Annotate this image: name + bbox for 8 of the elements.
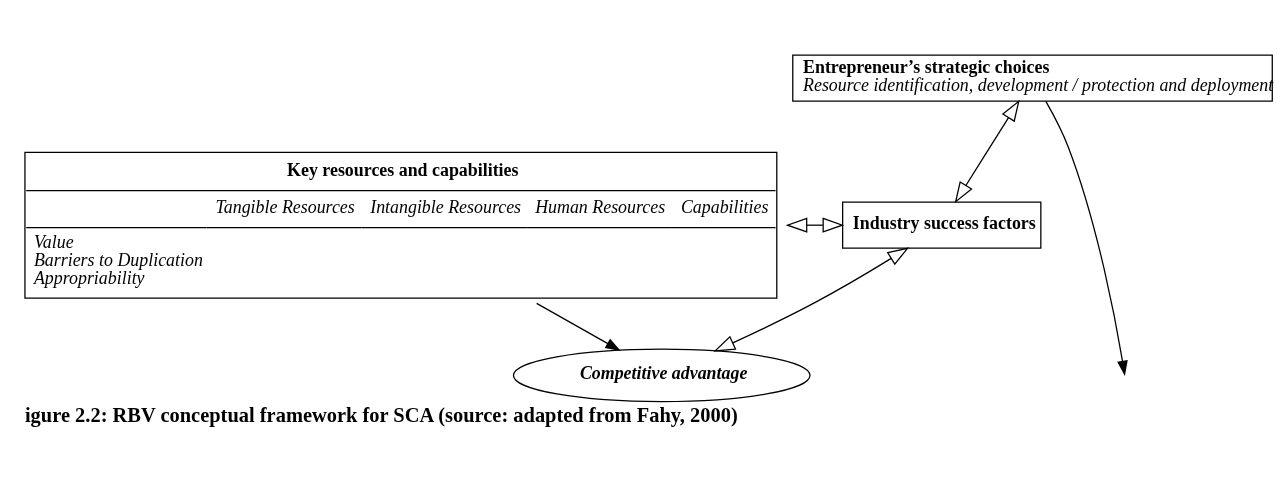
- arrow: [954, 99, 1020, 203]
- node-ellipse: Competitive advantage: [512, 348, 811, 402]
- arrow: [536, 302, 621, 351]
- arrow: [713, 246, 910, 352]
- caption: igure 2.2: RBV conceptual framework for SCA (source: adapted from Fahy, 2000): [24, 403, 738, 426]
- arrow: [1045, 100, 1128, 376]
- arrow: [785, 217, 845, 233]
- node-box: Industry success factors: [842, 201, 1042, 249]
